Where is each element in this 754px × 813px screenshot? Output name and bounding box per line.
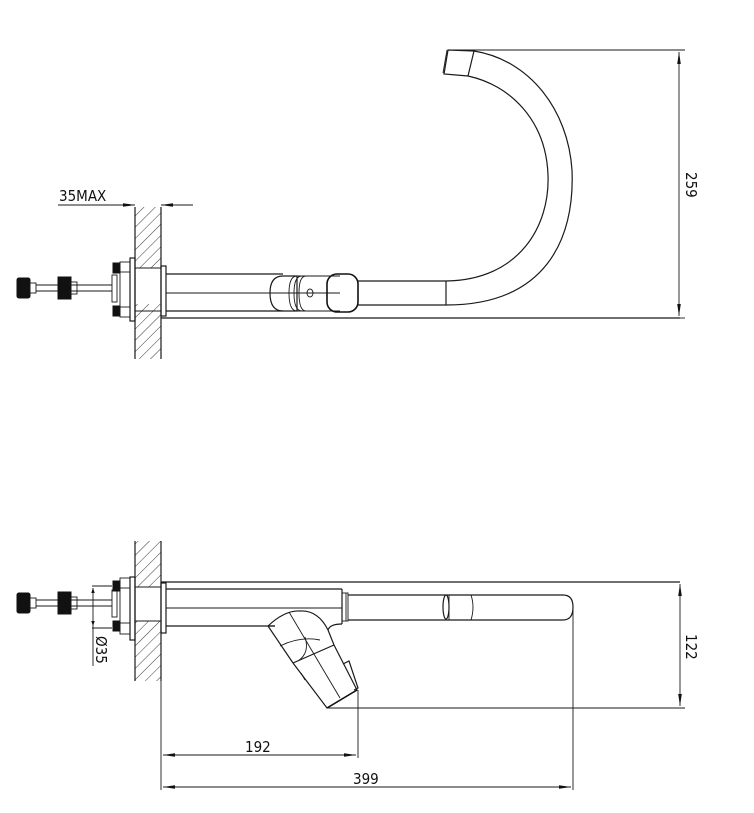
- dimension-overall-length: 399: [163, 770, 571, 789]
- dimension-label-259: 259: [682, 172, 700, 198]
- rear-fittings: [16, 257, 167, 322]
- dimension-aerator-offset: 192: [163, 738, 356, 757]
- curved-spout: [442, 49, 573, 306]
- faucet-body-plan: [161, 581, 680, 631]
- dimension-label-35max: 35MAX: [59, 187, 106, 205]
- dimension-label-122: 122: [682, 634, 700, 660]
- dimension-label-diameter: Ø35: [92, 636, 110, 664]
- angled-outlet: [267, 610, 359, 709]
- wall-section-plan: [134, 541, 162, 681]
- dimension-spout-height: 259: [448, 49, 700, 319]
- faucet-body: [161, 273, 680, 319]
- dimension-label-399: 399: [353, 770, 379, 788]
- dimension-wall-thickness: 35MAX: [58, 187, 193, 207]
- wall-section: [134, 207, 162, 359]
- dimension-label-192: 192: [245, 738, 271, 756]
- dimension-spout-width: 122: [327, 584, 700, 709]
- plan-view: Ø35: [16, 541, 700, 790]
- dimension-pipe-diameter: Ø35: [91, 585, 112, 666]
- side-view: 35MAX: [16, 49, 700, 359]
